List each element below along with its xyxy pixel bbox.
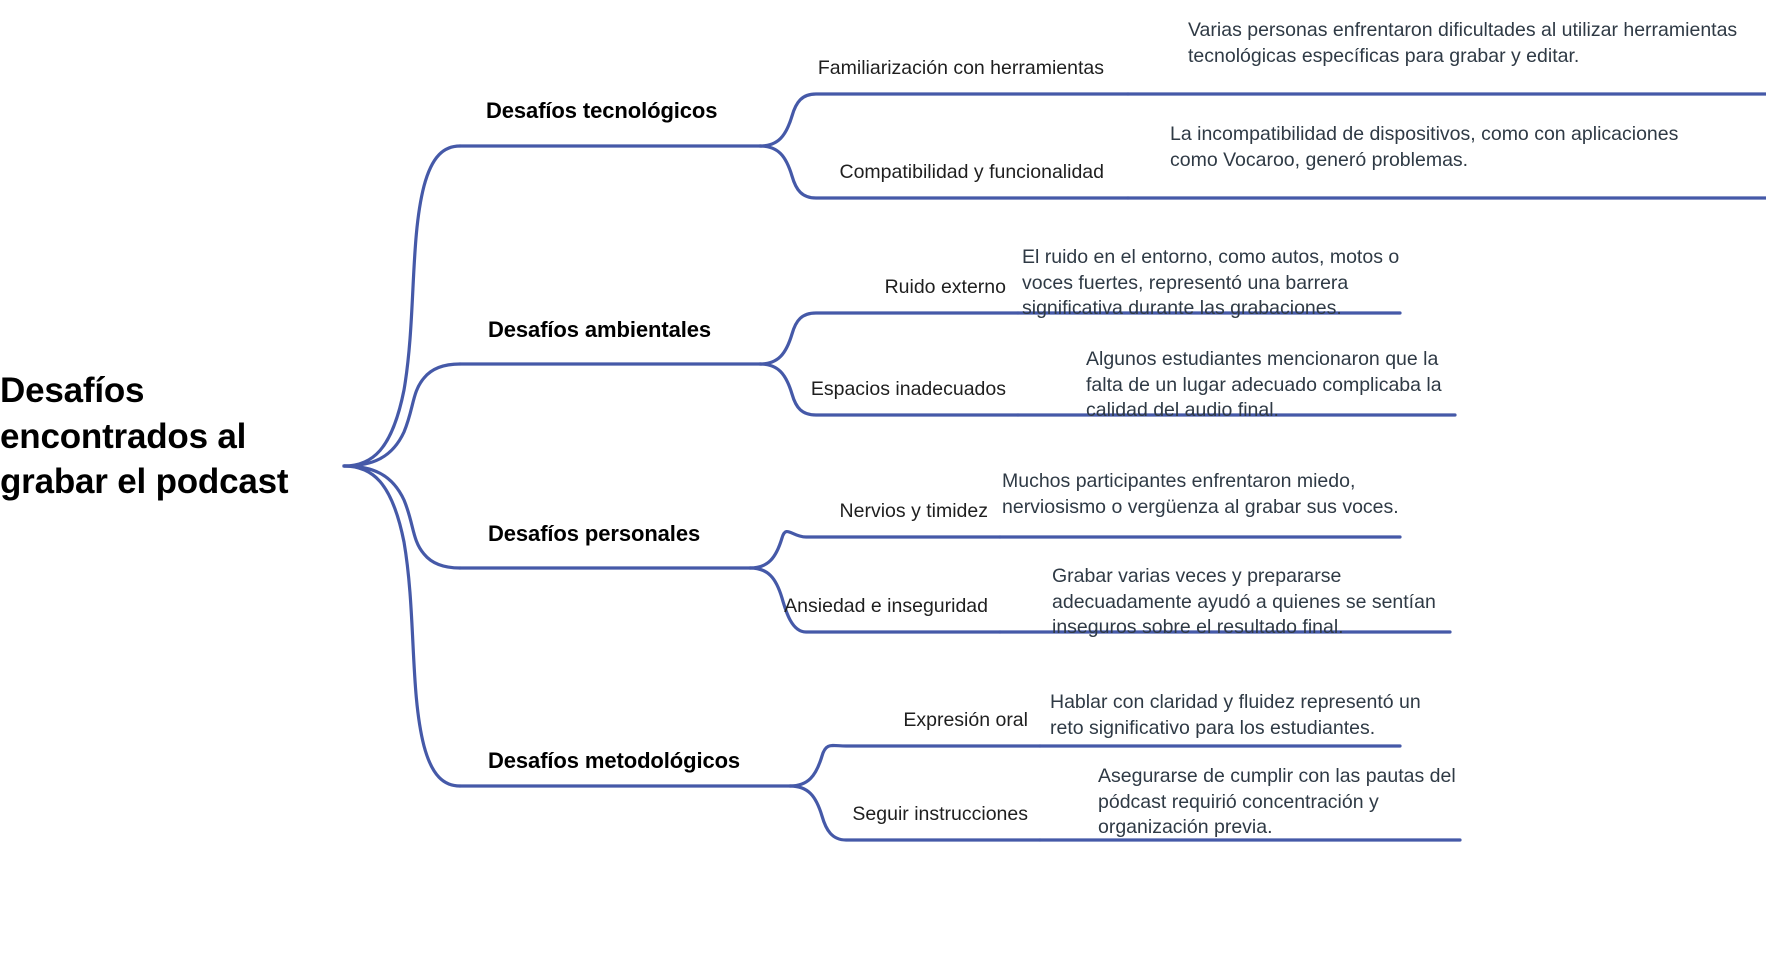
wire-branch-2-sub-1: [758, 311, 1020, 366]
leaf-detail-expresion-oral: Hablar con claridad y fluidez representó…: [1050, 691, 1421, 739]
wire-root-to-branch-3: [342, 464, 462, 570]
branch-label-personales[interactable]: Desafíos personales: [488, 521, 701, 546]
subtopic-label-familiarizacion-con-herramientas[interactable]: Familiarización con herramientas: [817, 57, 1104, 79]
wire-root-to-branch-1: [342, 144, 462, 468]
wire-branch-4-sub-1: [788, 743, 1042, 788]
wire-root-to-branch-4: [342, 464, 462, 788]
subtopic-label-ansiedad-e-inseguridad[interactable]: Ansiedad e inseguridad: [784, 595, 988, 617]
branch-label-tecnologicos[interactable]: Desafíos tecnológicos: [486, 98, 718, 123]
leaf-detail-ruido-externo: El ruido en el entorno, como autos, moto…: [1022, 246, 1400, 320]
root-node-label[interactable]: Desafíos encontrados al grabar el podcas…: [0, 371, 289, 501]
wire-branch-3-sub-1: [748, 529, 1002, 570]
subtopic-label-nervios-y-timidez[interactable]: Nervios y timidez: [839, 500, 988, 522]
branch-label-ambientales[interactable]: Desafíos ambientales: [488, 317, 711, 342]
leaf-detail-ansiedad-e-inseguridad: Grabar varias veces y prepararse adecuad…: [1052, 565, 1436, 639]
subtopic-label-espacios-inadecuados[interactable]: Espacios inadecuados: [810, 378, 1006, 400]
subtopic-label-compatibilidad-y-funcionalidad[interactable]: Compatibilidad y funcionalidad: [839, 161, 1105, 183]
subtopic-label-expresion-oral[interactable]: Expresión oral: [903, 709, 1028, 731]
wire-branch-1-sub-1: [758, 92, 1130, 148]
wire-root-to-branch-2: [342, 362, 462, 468]
leaf-detail-compatibilidad-y-funcionalidad: La incompatibilidad de dispositivos, com…: [1170, 123, 1679, 171]
leaf-detail-familiarizacion-con-herramientas: Varias personas enfrentaron dificultades…: [1188, 19, 1738, 67]
leaf-detail-nervios-y-timidez: Muchos participantes enfrentaron miedo, …: [1002, 470, 1399, 518]
leaf-detail-seguir-instrucciones: Asegurarse de cumplir con las pautas del…: [1098, 765, 1456, 839]
leaf-detail-espacios-inadecuados: Algunos estudiantes mencionaron que la f…: [1086, 348, 1442, 422]
subtopic-label-seguir-instrucciones[interactable]: Seguir instrucciones: [852, 803, 1028, 825]
subtopic-label-ruido-externo[interactable]: Ruido externo: [884, 276, 1006, 298]
branch-label-metodologicos[interactable]: Desafíos metodológicos: [488, 748, 741, 773]
